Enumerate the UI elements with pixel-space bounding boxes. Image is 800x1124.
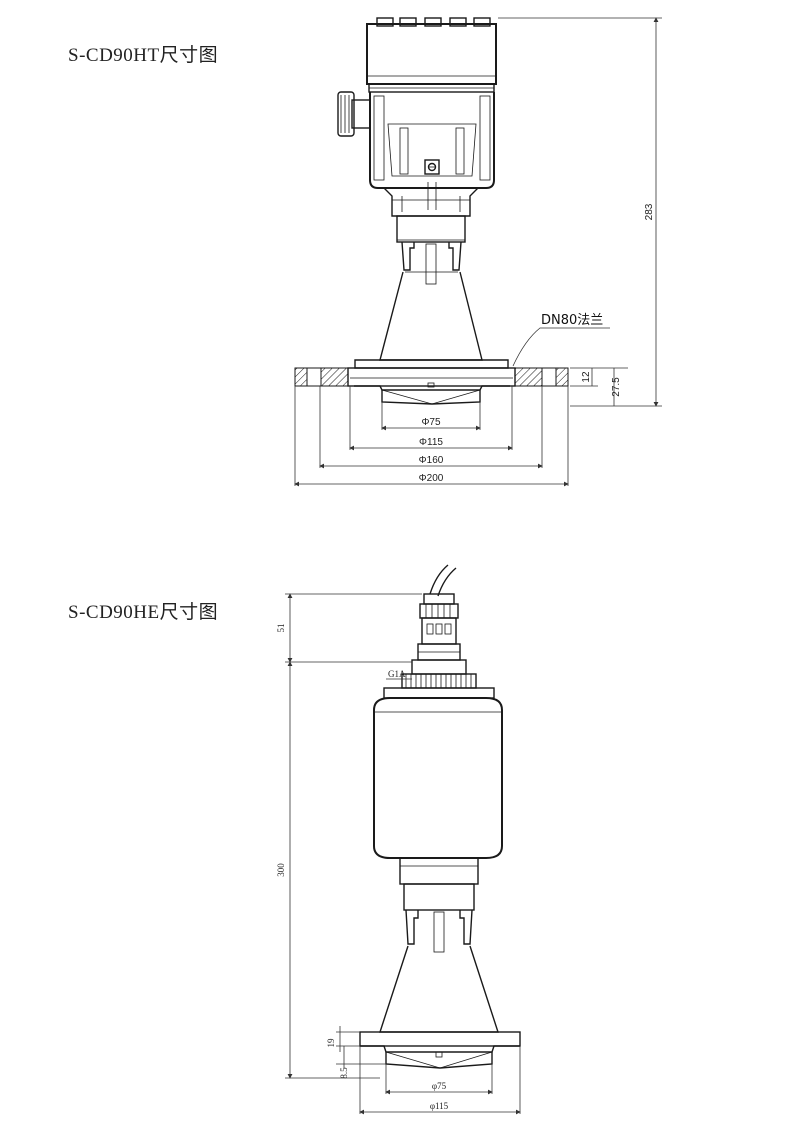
- neck-ht: [383, 182, 479, 285]
- dim-8-5: 8.5: [339, 1067, 349, 1079]
- cable: [429, 564, 449, 595]
- callout-dn80-text: DN80法兰: [541, 313, 603, 328]
- dim-phi115: Φ115: [419, 437, 443, 448]
- dim-27-5: 27.5: [611, 377, 622, 397]
- dim-phi75: Φ75: [421, 417, 441, 428]
- drawing-he: 51 G1A 300 19 8.5 φ75 φ115: [276, 564, 521, 1115]
- dim-12: 12: [581, 371, 592, 383]
- thread-g1a: G1A: [388, 669, 406, 679]
- dim-phi160: Φ160: [419, 455, 444, 466]
- horn-ht: [379, 271, 483, 361]
- figure-title-ht: S-CD90HT尺寸图: [68, 45, 219, 66]
- dim-phi75-he: φ75: [432, 1081, 447, 1091]
- connector-he: [383, 593, 495, 699]
- dim-phi115-he: φ115: [430, 1101, 449, 1111]
- dim-19: 19: [326, 1038, 336, 1048]
- dim-283: 283: [644, 203, 655, 220]
- body-he: [373, 697, 503, 953]
- dims-he-bottom: φ75 φ115: [359, 1046, 521, 1115]
- dims-he-left: 51 G1A 300 19 8.5: [276, 593, 422, 1079]
- flange-ht: [294, 359, 569, 405]
- dims-ht-bottom: Φ75 Φ115 Φ160 Φ200: [294, 386, 569, 487]
- dims-ht-right: 283 12 27.5: [498, 17, 662, 407]
- dim-300: 300: [276, 863, 286, 877]
- dim-phi200: Φ200: [419, 473, 444, 484]
- callout-dn80: DN80法兰: [512, 313, 610, 367]
- flange-he: [359, 1031, 521, 1069]
- drawing-ht: 283 12 27.5 Φ75 Φ115 Φ160: [294, 17, 662, 487]
- horn-he: [379, 945, 499, 1033]
- housing-ht: [337, 17, 497, 189]
- dim-51: 51: [276, 624, 286, 633]
- figure-title-he: S-CD90HE尺寸图: [68, 602, 219, 623]
